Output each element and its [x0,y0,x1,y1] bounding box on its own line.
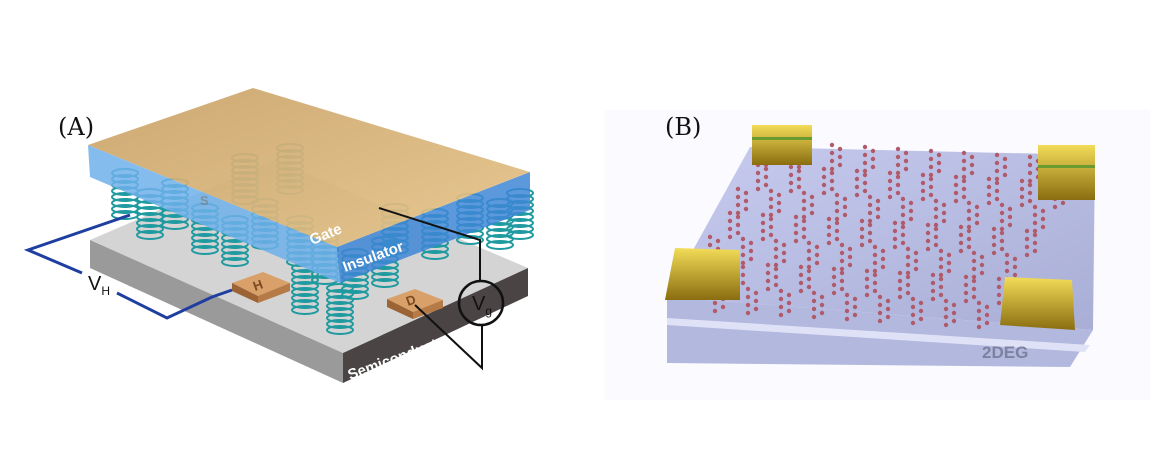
helix-molecule [867,194,881,224]
helix-molecule [994,152,1008,182]
helix-molecule [928,148,942,178]
2deg-label: 2DEG [982,343,1028,362]
helix-molecule [1032,204,1046,234]
helix-molecule [788,164,802,194]
helix-molecule [740,236,754,266]
helix-molecule [971,250,985,280]
helix-molecule [778,288,792,318]
contact-pad-back-left [752,125,812,165]
helix-molecule [806,240,820,270]
helix-molecule [864,268,878,298]
helix-molecule [910,296,924,326]
helix-molecule [831,266,845,296]
panel-b-label: (B) [665,113,701,141]
helix-molecule [735,186,749,216]
helix-molecule [933,198,947,228]
helix-molecule [930,272,944,302]
helix-molecule [839,242,853,272]
panel-b: 2DEG (B) [605,110,1150,400]
helix-molecule [768,188,782,218]
hall-voltage-wire [23,213,131,275]
contact-pad-front-left [665,248,740,300]
helix-molecule [773,238,787,268]
insulator-layer [88,145,530,283]
gate-plate [88,88,530,247]
helix-molecule [963,274,977,304]
helix-molecule [765,262,779,292]
contact-pad-back-right [1038,145,1095,200]
hall-voltage-label: VH [88,273,110,298]
panel-a: Gate Insulator Semiconductor S H D VH Vg… [23,88,534,384]
helix-molecule [976,300,990,330]
helix-molecule [829,142,843,172]
source-contact-label: S [200,193,209,208]
helix-molecule [745,286,759,316]
helix-molecule [859,218,873,248]
helix-molecule [887,170,901,200]
helix-molecule [991,226,1005,256]
helix-molecule [727,210,741,240]
helix-molecule [1004,252,1018,282]
helix-molecule [966,200,980,230]
helix-molecule [938,248,952,278]
helix-molecule [897,270,911,300]
helix-molecule [760,212,774,242]
helix-molecule [920,172,934,202]
helix-molecule [811,290,825,320]
helix-molecule [854,168,868,198]
helix-molecule [862,144,876,174]
helix-molecule [892,220,906,250]
gate-voltage-wire-lower [414,304,483,371]
helix-molecule [905,246,919,276]
helix-molecule [958,224,972,254]
helix-molecule [821,166,835,196]
helix-molecule [801,190,815,220]
helix-molecule [834,192,848,222]
helix-spring [326,283,354,335]
d-contact: D [387,289,443,319]
helix-molecule [798,264,812,294]
helix-molecule [925,222,939,252]
h-contact: H [232,272,290,303]
helix-molecule [999,202,1013,232]
helix-molecule [961,150,975,180]
panel-a-label: (A) [58,113,94,141]
helix-molecule [900,196,914,226]
gate-voltage-meter [457,279,505,327]
gate-voltage-label: Vg [472,293,492,318]
helix-molecule [943,298,957,328]
helix-molecule [872,244,886,274]
helix-molecule [877,294,891,324]
helix-molecule [1024,228,1038,258]
contact-pad-front-right [1000,277,1075,330]
helix-molecule [953,174,967,204]
helix-molecule [1019,178,1033,208]
hall-voltage-wire-lower [116,288,233,320]
gate-voltage-wire [378,207,481,282]
helix-molecule [793,214,807,244]
helix-molecule [986,176,1000,206]
helix-molecule [895,146,909,176]
helix-molecule [844,292,858,322]
helix-molecule [826,216,840,246]
